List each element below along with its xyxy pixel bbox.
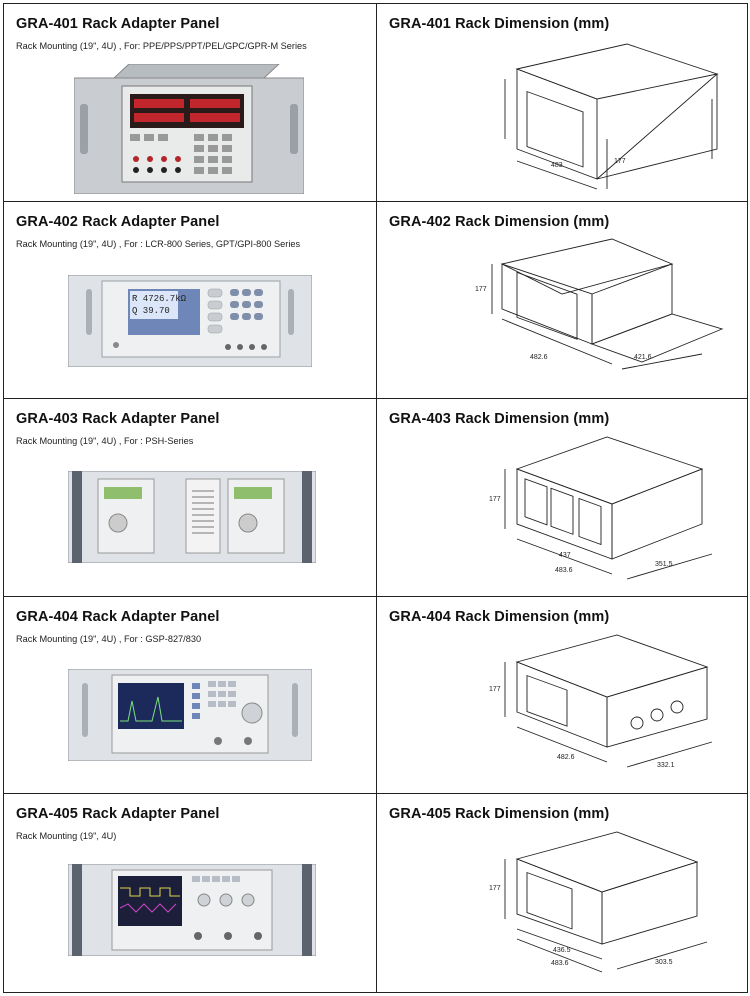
dim-height-label: 177 xyxy=(475,286,487,293)
dimension-title: GRA-402 Rack Dimension (mm) xyxy=(389,213,610,230)
gra-405-dimension-drawing: 177 436.5 483.6 303.5 xyxy=(489,831,708,973)
gra-404-panel-photo xyxy=(68,668,312,761)
dim-width-label: 483.6 xyxy=(551,960,569,967)
dim-depth-label: 303.5 xyxy=(655,959,673,966)
dim-width-label: 483 xyxy=(551,162,563,169)
dim-depth-label: 421.6 xyxy=(634,354,652,361)
mounting-text: Rack Mounting (19", 4U) , For : LCR-800 … xyxy=(16,238,301,249)
panel-title: GRA-403 Rack Adapter Panel xyxy=(16,411,220,428)
dimension-cell-gra-404: GRA-404 Rack Dimension (mm) 177 482.6 33… xyxy=(377,597,747,795)
gra-403-panel-photo xyxy=(68,471,316,564)
dim-depth-label: 351.5 xyxy=(655,561,673,568)
dim-depth-label: 332.1 xyxy=(657,762,675,769)
gra-402-panel-photo: R 4726.7kΩ Q 39.70 xyxy=(68,274,312,367)
dim-inner-width-label: 437 xyxy=(559,552,571,559)
mounting-text: Rack Mounting (19", 4U) , For: PPE/PPS/P… xyxy=(16,41,307,51)
dimension-cell-gra-401: GRA-401 Rack Dimension (mm) 483 177 xyxy=(377,4,747,202)
gra-405-panel-photo xyxy=(68,864,316,957)
dim-height-label: 177 xyxy=(489,686,501,693)
display-line-2: Q 39.70 xyxy=(132,306,170,316)
display-line-1: R 4726.7kΩ xyxy=(132,294,187,304)
panel-title: GRA-404 Rack Adapter Panel xyxy=(16,608,220,625)
mounting-text: Rack Mounting (19", 4U) xyxy=(16,831,117,842)
rack-adapter-table: GRA-401 Rack Adapter Panel Rack Mounting… xyxy=(3,3,748,993)
dim-width-label: 482.6 xyxy=(530,354,548,361)
dimension-cell-gra-402: GRA-402 Rack Dimension (mm) 177 482.6 42… xyxy=(377,202,747,400)
mounting-text: Rack Mounting (19", 4U) , For : PSH-Seri… xyxy=(16,436,194,447)
dimension-cell-gra-405: GRA-405 Rack Dimension (mm) 177 436.5 48… xyxy=(377,794,747,992)
panel-title: GRA-402 Rack Adapter Panel xyxy=(16,213,220,230)
dim-inner-width-label: 436.5 xyxy=(553,947,571,954)
gra-401-dimension-drawing: 483 177 xyxy=(504,43,719,190)
panel-cell-gra-402: GRA-402 Rack Adapter Panel Rack Mounting… xyxy=(4,201,377,400)
dimension-title: GRA-405 Rack Dimension (mm) xyxy=(389,806,610,823)
panel-cell-gra-404: GRA-404 Rack Adapter Panel Rack Mounting… xyxy=(4,596,377,795)
dimension-title: GRA-404 Rack Dimension (mm) xyxy=(389,608,610,625)
dim-height-label: 177 xyxy=(489,496,501,503)
panel-title: GRA-405 Rack Adapter Panel xyxy=(16,806,220,823)
gra-404-dimension-drawing: 177 482.6 332.1 xyxy=(489,634,713,769)
gra-402-dimension-drawing: 177 482.6 421.6 xyxy=(475,238,724,370)
dim-height-label: 177 xyxy=(489,885,501,892)
panel-cell-gra-405: GRA-405 Rack Adapter Panel Rack Mounting… xyxy=(4,794,377,992)
dim-width-label: 483.6 xyxy=(555,567,573,574)
dimension-cell-gra-403: GRA-403 Rack Dimension (mm) 177 437 483.… xyxy=(377,399,747,597)
panel-cell-gra-403: GRA-403 Rack Adapter Panel Rack Mounting… xyxy=(4,399,377,597)
gra-401-panel-photo xyxy=(74,64,304,194)
mounting-text: Rack Mounting (19", 4U) , For : GSP-827/… xyxy=(16,633,202,644)
panel-cell-gra-401: GRA-401 Rack Adapter Panel Rack Mounting… xyxy=(4,4,377,202)
dimension-title: GRA-401 Rack Dimension (mm) xyxy=(389,16,610,32)
panel-title: GRA-401 Rack Adapter Panel xyxy=(16,16,220,32)
gra-403-dimension-drawing: 177 437 483.6 351.5 xyxy=(489,436,713,580)
dim-width-label: 482.6 xyxy=(557,754,575,761)
dim-height-label: 177 xyxy=(614,158,626,165)
dimension-title: GRA-403 Rack Dimension (mm) xyxy=(389,411,610,428)
